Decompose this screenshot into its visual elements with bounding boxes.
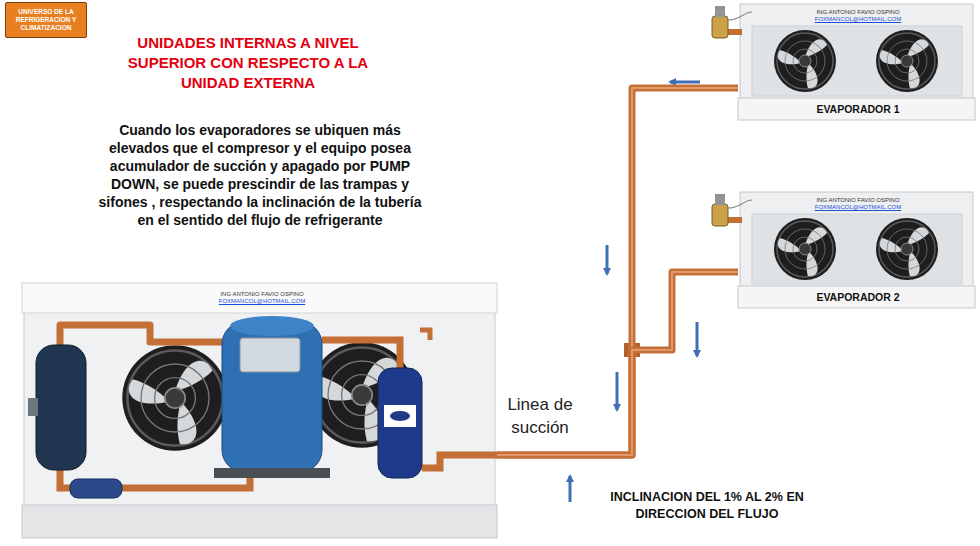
slope-note: INCLINACION DEL 1% AL 2% EN DIRECCION DE… [596, 489, 818, 523]
author-credit: ING ANTONIO FAVIO OSPINO [768, 197, 948, 204]
author-email: FOXMANCOL@HOTMAIL.COM [768, 204, 948, 211]
author-credit: ING ANTONIO FAVIO OSPINO [768, 9, 948, 16]
evaporator-1-drawing [712, 4, 975, 120]
unit-name: EVAPORADOR 2 [758, 291, 958, 304]
author-credit: ING ANTONIO FAVIO OSPINO [172, 291, 352, 298]
diagram-title: UNIDADES INTERNAS A NIVEL SUPERIOR CON R… [108, 33, 388, 93]
suction-pipe [497, 272, 738, 455]
author-email: FOXMANCOL@HOTMAIL.COM [172, 298, 352, 305]
explanation-note: Cuando los evaporadores se ubiquen más e… [90, 121, 430, 229]
unit-name: EVAPORADOR 1 [758, 103, 958, 116]
condensing-unit-drawing [22, 283, 497, 538]
pipe-highlight [497, 272, 738, 455]
evaporator-unit: ING ANTONIO FAVIO OSPINOFOXMANCOL@HOTMAI… [738, 2, 975, 120]
suction-pipe [497, 88, 738, 455]
pipe-label: Linea de succión [496, 393, 584, 439]
brand-badge: UNIVERSO DE LA REFRIGERACION Y CLIMATIZA… [5, 2, 87, 38]
pipe-highlight [497, 88, 738, 455]
evaporator-2-drawing [712, 192, 975, 308]
author-email: FOXMANCOL@HOTMAIL.COM [768, 16, 948, 23]
brand-name: UNIVERSO DE LA REFRIGERACION Y CLIMATIZA… [6, 8, 86, 32]
evaporator-unit: ING ANTONIO FAVIO OSPINOFOXMANCOL@HOTMAI… [738, 190, 975, 308]
condensing-unit: ING ANTONIO FAVIO OSPINOFOXMANCOL@HOTMAI… [22, 283, 497, 538]
